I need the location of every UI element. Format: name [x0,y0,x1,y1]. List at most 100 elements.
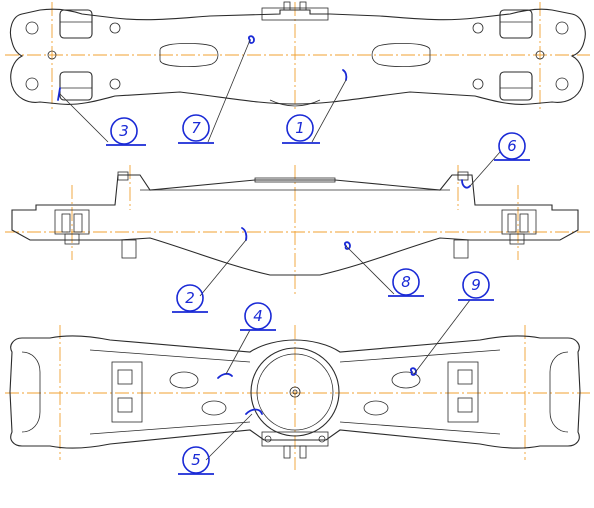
callout-6: 6 [494,132,530,161]
bottom-center-ring-outer [250,347,340,437]
bottom-lower-stud-right [299,445,307,459]
callout-9-circle [462,271,490,299]
callouts: 3 7 1 6 8 2 9 [106,114,530,475]
front-left-stud [64,233,80,245]
bottom-left-oval-2 [201,400,227,416]
callout-3-label: 3 [119,122,129,140]
leader-5 [205,413,253,461]
callout-9: 9 [458,271,494,301]
callout-6-label: 6 [507,137,517,155]
callout-4: 4 [240,302,276,331]
callout-3-circle [110,117,138,145]
mark-2-stroke [241,227,248,241]
callout-5: 5 [178,446,214,475]
mark-5-stroke [245,408,263,415]
front-right-lug-bolt-1 [507,213,517,233]
leader-8 [345,245,395,295]
front-left-top-bracket [117,171,129,181]
front-left-foot [121,239,137,259]
top-right-hole-3 [472,22,484,34]
top-left-hole-3 [109,22,121,34]
bottom-view [5,299,590,470]
bottom-lower-hole-left [264,435,272,443]
mark-1-stroke [342,69,348,81]
callout-8-circle [392,268,420,296]
callout-3: 3 [106,117,146,146]
front-top-plate [254,177,336,183]
front-right-foot [453,239,469,259]
callout-5-label: 5 [191,451,201,469]
callout-8: 8 [388,268,424,297]
top-left-lower-pad [59,71,93,101]
bottom-left-oval-1 [169,371,199,389]
bottom-center-bolt-core [292,389,298,395]
bottom-center-bolt [289,386,301,398]
callout-8-label: 8 [401,273,411,291]
bottom-view-body-outline [9,335,581,449]
callout-1: 1 [282,114,320,144]
top-right-hole-1 [555,21,569,35]
callout-7: 7 [178,114,214,144]
bottom-right-oval-1 [391,371,421,389]
bottom-right-window-2 [457,397,473,413]
bottom-lower-bracket [261,431,329,447]
top-left-slot [159,42,219,68]
bottom-right-window-1 [457,369,473,385]
mark-7-stroke [248,35,255,44]
bottom-lower-stud-left [283,445,291,459]
top-center-stud-left [283,1,291,11]
mark-8-stroke [344,241,351,250]
callout-9-label: 9 [471,276,481,294]
top-right-lower-pad [499,71,533,101]
top-right-hole-4 [472,78,484,90]
front-right-lug [501,209,537,235]
mark-9-stroke [410,367,417,376]
callout-7-label: 7 [191,119,201,137]
front-left-lug-bolt-1 [61,213,71,233]
callout-1-circle [286,114,314,142]
leader-4 [225,329,251,375]
top-right-hole-2 [555,77,569,91]
bottom-lower-hole-right [318,435,326,443]
bottom-left-window-1 [117,369,133,385]
leader-7 [207,39,251,143]
top-left-upper-pad [59,9,93,39]
top-view [5,1,590,143]
top-left-hole-center [47,50,57,60]
top-right-hole-center [535,50,545,60]
bottom-left-end-inner [21,351,41,433]
front-right-stud [509,233,525,245]
leader-2 [199,239,247,297]
bottom-right-end-inner [549,351,569,433]
callout-2-circle [176,284,204,312]
top-left-hole-1 [25,21,39,35]
mark-4-stroke [217,372,233,379]
top-right-slot [371,42,431,68]
callout-2-label: 2 [185,289,195,307]
top-right-upper-pad [499,9,533,39]
front-view [5,151,590,297]
leader-1 [311,79,347,143]
front-right-top-bracket [457,171,469,181]
leader-6 [469,151,501,187]
top-center-stud-right [299,1,307,11]
top-center-bulge [269,99,321,107]
front-left-lug-bolt-2 [73,213,83,233]
callout-4-circle [244,302,272,330]
bottom-left-window-2 [117,397,133,413]
top-view-body-outline [9,8,586,105]
bottom-inner-edges [89,349,501,435]
callout-2: 2 [172,284,208,313]
top-center-bracket [261,7,329,21]
leader-3 [59,93,109,143]
top-left-hole-4 [109,78,121,90]
bottom-right-oval-2 [363,400,389,416]
top-left-hole-2 [25,77,39,91]
mark-6-stroke [461,179,471,189]
callout-4-label: 4 [253,307,263,325]
callout-6-circle [498,132,526,160]
bottom-center-ring-inner [256,353,334,431]
leader-9 [413,299,471,375]
